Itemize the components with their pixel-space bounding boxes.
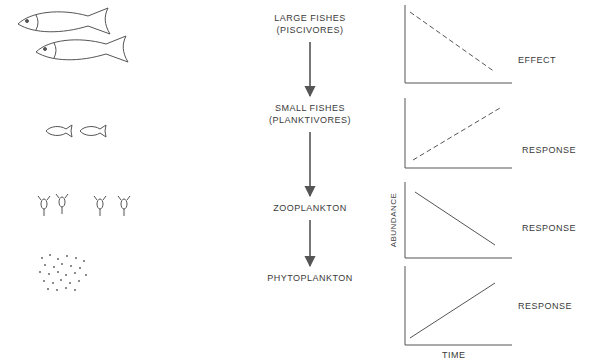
copepod-limbs (118, 196, 130, 216)
graph-axes (405, 266, 512, 345)
dot (79, 267, 81, 269)
large-fish (36, 36, 128, 62)
copepod-body (97, 199, 103, 209)
dot (41, 257, 43, 259)
level-label: SMALL FISHES (PLANKTIVORES) (268, 102, 353, 126)
graph-label: RESPONSE (522, 144, 576, 156)
fish-eye (26, 20, 29, 23)
dot (65, 287, 67, 289)
trophic-level: LARGE FISHES (PISCIVORES) (271, 10, 349, 38)
dot (43, 280, 45, 282)
trophic-level: PHYTOPLANKTON (264, 270, 356, 286)
phytoplankton-dots (39, 254, 87, 291)
copepod (118, 196, 130, 216)
graph-axes (405, 98, 512, 168)
food-chain-arrow (309, 132, 311, 196)
graph-label: TIME (442, 349, 466, 361)
dot (60, 279, 62, 281)
dot (57, 258, 59, 260)
copepod-body (41, 199, 47, 209)
dot (83, 260, 85, 262)
graph-label: RESPONSE (522, 222, 576, 234)
graph-trend (415, 192, 495, 245)
graph-axes (405, 182, 512, 258)
copepod (94, 196, 106, 216)
small-fish (80, 125, 106, 137)
zooplankton-group (38, 194, 130, 216)
copepod-limbs (94, 196, 106, 216)
fish-gill (36, 15, 38, 30)
dot (74, 272, 76, 274)
graph-trend (410, 283, 495, 338)
small-fishes (46, 125, 106, 137)
dot (69, 282, 71, 284)
food-chain-arrow (309, 220, 311, 266)
small-fish (46, 125, 72, 137)
graph-trend (410, 12, 495, 72)
dot (48, 273, 50, 275)
fish-outline (18, 8, 110, 34)
dot (75, 257, 77, 259)
dot (53, 266, 55, 268)
dot (78, 280, 80, 282)
dot (74, 289, 76, 291)
fish-eye (44, 48, 47, 51)
copepod-limbs (38, 196, 50, 216)
large-fishes (18, 8, 128, 62)
axis-label: ABUNDANCE (388, 193, 400, 248)
dot (57, 271, 59, 273)
dot (47, 288, 49, 290)
trophic-level: ZOOPLANKTON (270, 200, 350, 216)
graph-axes (405, 5, 512, 83)
dot (61, 263, 63, 265)
copepod (56, 194, 68, 214)
level-label: ZOOPLANKTON (272, 202, 348, 214)
trophic-level: SMALL FISHES (PLANKTIVORES) (266, 100, 355, 128)
copepod-body (59, 197, 65, 207)
large-fish (18, 8, 110, 34)
fish-outline (36, 36, 128, 62)
dot (44, 264, 46, 266)
dot (56, 289, 58, 291)
dot (70, 265, 72, 267)
graph-trend (413, 108, 500, 160)
dot (66, 255, 68, 257)
food-chain-arrow (309, 42, 311, 96)
dot (85, 274, 87, 276)
copepod-limbs (56, 194, 68, 214)
dot (52, 282, 54, 284)
graphs (405, 5, 512, 345)
dot (65, 274, 67, 276)
copepod (38, 196, 50, 216)
level-label: LARGE FISHES (PISCIVORES) (273, 12, 347, 36)
graph-label: RESPONSE (518, 300, 572, 312)
graph-label: EFFECT (518, 54, 556, 66)
level-label: PHYTOPLANKTON (266, 272, 354, 284)
dot (39, 271, 41, 273)
copepod-body (121, 199, 127, 209)
dot (49, 254, 51, 256)
fish-gill (54, 43, 56, 58)
